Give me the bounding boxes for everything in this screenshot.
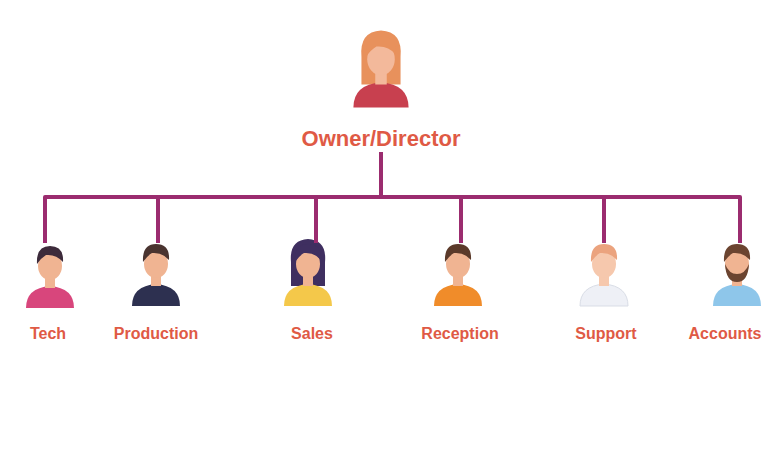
role-label: Tech xyxy=(30,325,66,343)
person-avatar xyxy=(132,244,180,306)
staff-node: Support xyxy=(569,243,642,343)
person-avatar xyxy=(434,244,482,306)
role-label: Accounts xyxy=(689,325,762,343)
owner-node: Owner/Director xyxy=(296,40,467,152)
person-avatar xyxy=(284,239,332,306)
staff-node: Accounts xyxy=(683,243,768,343)
role-label: Reception xyxy=(421,325,498,343)
person-avatar xyxy=(26,246,74,308)
org-connector xyxy=(45,152,381,243)
person-avatar xyxy=(580,244,628,306)
staff-node: Sales xyxy=(282,243,342,343)
org-connector xyxy=(158,152,381,243)
role-label: Sales xyxy=(291,325,333,343)
role-label: Production xyxy=(114,325,198,343)
staff-node: Production xyxy=(108,243,204,343)
role-label: Support xyxy=(575,325,636,343)
person-avatar xyxy=(713,244,761,306)
staff-node: Tech xyxy=(18,243,78,343)
org-connector xyxy=(381,152,740,243)
staff-node: Reception xyxy=(415,243,504,343)
role-label: Owner/Director xyxy=(302,126,461,152)
org-connector xyxy=(316,152,381,243)
person-avatar xyxy=(353,30,408,107)
